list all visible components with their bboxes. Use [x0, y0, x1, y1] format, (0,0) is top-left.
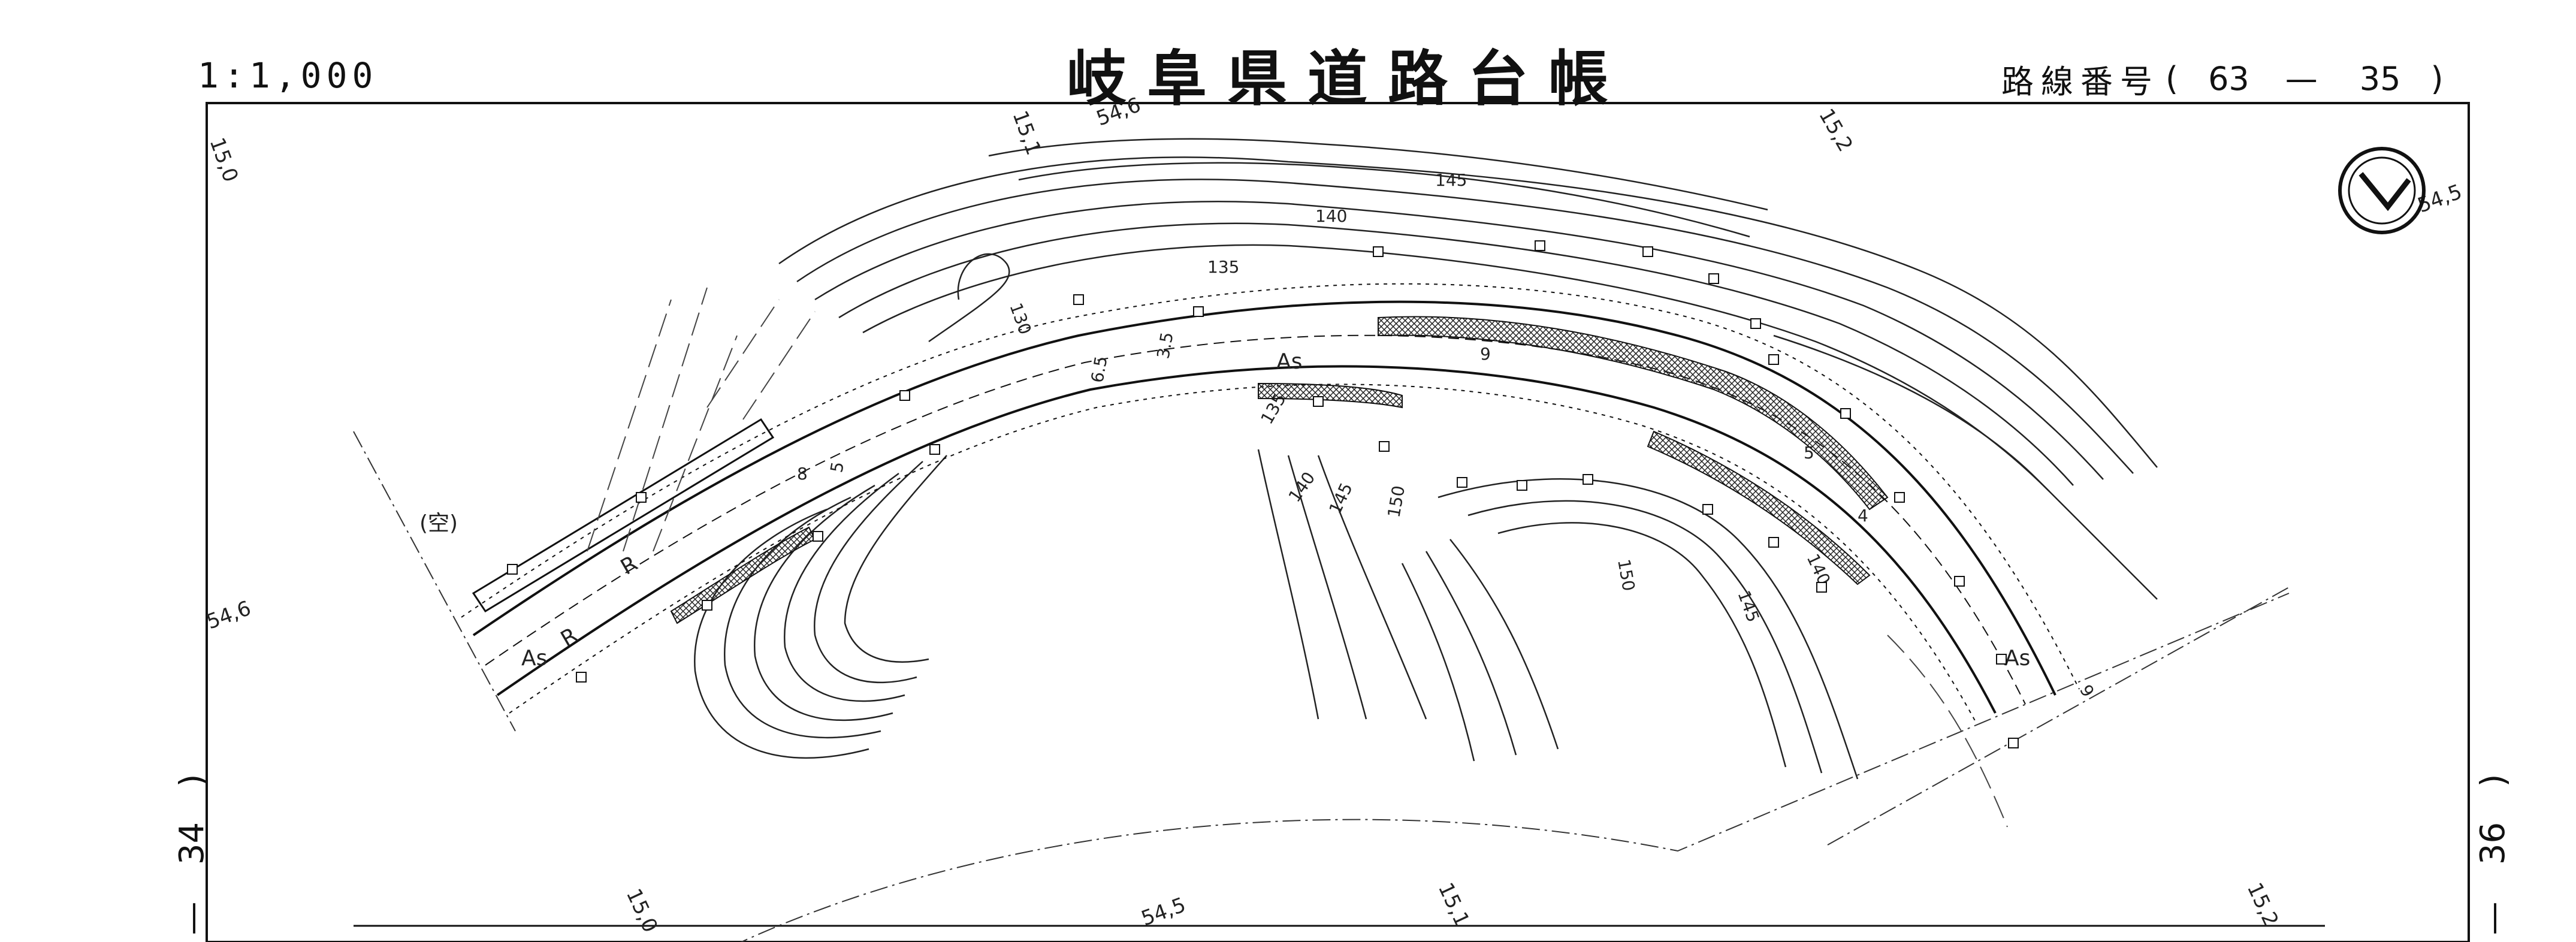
survey-marker — [1073, 294, 1084, 305]
survey-marker — [1642, 246, 1653, 257]
road-width-label: 3.5 — [1153, 331, 1177, 361]
survey-marker — [1768, 354, 1779, 365]
grid-tick-top-c: 54,6 — [1093, 93, 1144, 131]
route-number-a: 63 — [2208, 60, 2249, 98]
road-surface-label: As — [521, 646, 547, 671]
survey-marker — [1313, 396, 1324, 407]
survey-marker — [899, 390, 910, 401]
road-width-label: 8 — [797, 464, 808, 484]
map-scale: 1:1,000 — [198, 55, 378, 96]
contour-label: 145 — [1435, 170, 1467, 190]
grid-tick-bottom-c: 15,1 — [1433, 879, 1474, 931]
road-width-label: 5 — [826, 460, 848, 474]
contour-label: 135 — [1207, 257, 1239, 277]
road-width-label: 6.5 — [1087, 355, 1111, 385]
road-width-label: 4 — [1858, 506, 1868, 526]
contours-south — [694, 449, 1859, 780]
map-frame — [206, 102, 2470, 942]
grid-tick-top-a: 15,0 — [205, 134, 243, 185]
survey-marker — [576, 672, 587, 683]
road-surface-label: As — [2004, 646, 2030, 671]
contours-north — [778, 138, 2158, 600]
route-dash: — — [2285, 60, 2318, 98]
road-surface-label: As — [1276, 349, 1302, 374]
grid-tick-bottom-d: 15,2 — [2242, 879, 2283, 931]
contour-label: 140 — [1315, 206, 1347, 226]
survey-marker — [1816, 582, 1827, 593]
vacant-label: (空) — [419, 511, 458, 536]
contour-label: 150 — [1384, 484, 1409, 519]
route-number-b: 35 — [2359, 60, 2401, 98]
survey-marker — [1193, 306, 1204, 317]
road-carriageway — [461, 283, 2080, 726]
road-width-label: 5 — [1804, 443, 1814, 463]
survey-marker — [1517, 480, 1527, 491]
contour-label: 150 — [1614, 557, 1639, 592]
survey-marker — [1583, 474, 1593, 485]
survey-marker — [1996, 654, 2007, 665]
retaining-wall-label: R — [617, 551, 642, 580]
survey-marker — [929, 444, 940, 455]
north-arrow-icon — [2338, 147, 2426, 234]
survey-marker — [1840, 408, 1851, 419]
grid-tick-bottom-a: 15,0 — [621, 885, 662, 937]
contour-label: 130 — [1005, 300, 1035, 337]
survey-marker — [636, 492, 647, 503]
contour-label: 145 — [1734, 588, 1763, 625]
survey-marker — [813, 531, 823, 542]
slope-lines — [587, 287, 2008, 828]
grid-tick-top-d: 15,2 — [1814, 105, 1857, 156]
boundary-lines — [353, 431, 2290, 942]
grid-tick-left-mid: 54,6 — [203, 596, 254, 634]
road-width-label: 9 — [1480, 344, 1491, 364]
survey-marker — [1702, 504, 1713, 515]
retaining-wall-label: R — [557, 623, 582, 652]
route-close-paren: ) — [2430, 60, 2444, 98]
route-number: 路線番号 ( 63 — 35 ) — [2001, 55, 2444, 102]
survey-marker — [1750, 318, 1761, 329]
retaining-walls — [472, 316, 1889, 624]
survey-marker — [1535, 240, 1545, 251]
survey-marker — [702, 600, 712, 611]
road-width-label: 9 — [2076, 681, 2098, 701]
survey-marker — [1379, 441, 1390, 452]
survey-marker — [1457, 477, 1467, 488]
survey-marker — [507, 564, 518, 575]
contour-label: 140 — [1285, 468, 1319, 506]
route-open-paren: ( — [2166, 60, 2179, 98]
survey-marker — [1708, 273, 1719, 284]
survey-marker — [2008, 738, 2019, 748]
survey-marker — [1373, 246, 1384, 257]
survey-marker — [1768, 537, 1779, 548]
survey-marker — [1954, 576, 1965, 587]
survey-marker — [1894, 492, 1905, 503]
route-number-label: 路線番号 — [2001, 63, 2160, 101]
survey-markers — [507, 240, 2019, 748]
